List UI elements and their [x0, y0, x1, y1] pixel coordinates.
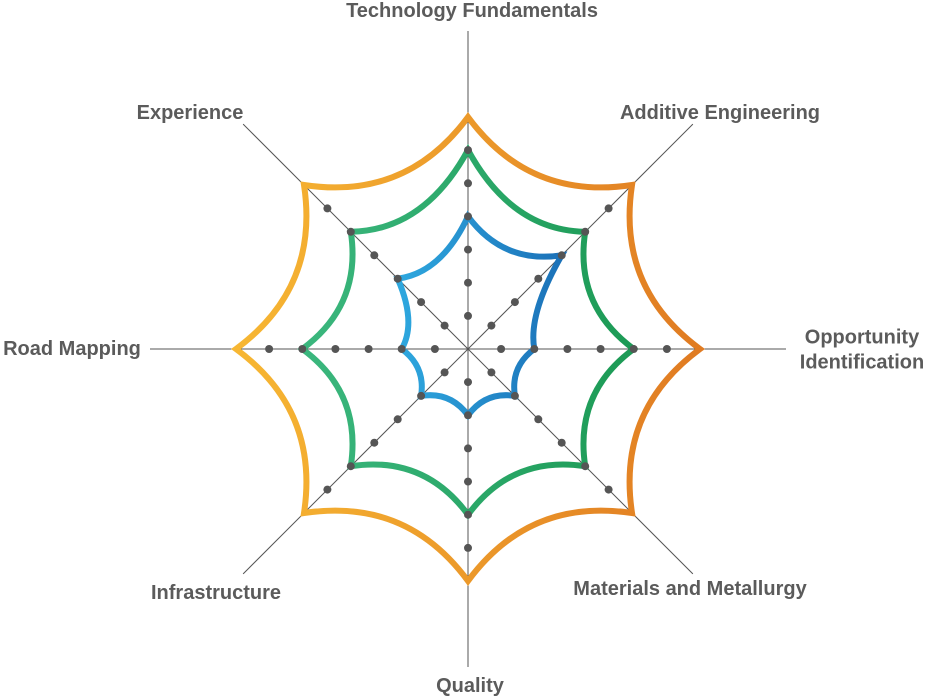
tick-dot	[534, 274, 543, 283]
tick-dot	[530, 345, 539, 353]
tick-dot	[397, 345, 406, 353]
tick-dot	[417, 298, 426, 307]
tick-dot	[464, 179, 472, 188]
axis-label: Technology Fundamentals	[346, 0, 598, 22]
tick-dot	[510, 391, 519, 400]
tick-dot	[464, 146, 472, 155]
axis-label-line: Technology Fundamentals	[346, 0, 598, 22]
tick-dot	[464, 543, 472, 552]
tick-dot	[662, 345, 671, 353]
tick-dot	[581, 462, 590, 471]
axis-label: Additive Engineering	[620, 102, 820, 124]
tick-dot	[487, 321, 496, 330]
axis-label: Quality	[436, 675, 505, 697]
tick-dot	[265, 345, 274, 353]
tick-dot	[557, 251, 566, 260]
tick-dot	[604, 485, 613, 494]
axis-label: Infrastructure	[151, 582, 281, 604]
tick-dot	[464, 510, 472, 519]
tick-dot	[440, 321, 449, 330]
axis-line	[242, 348, 469, 575]
axis-label: Materials and Metallurgy	[573, 578, 807, 600]
series-1-line	[230, 111, 706, 587]
tick-dot	[417, 391, 426, 400]
tick-dot	[440, 368, 449, 377]
tick-dot	[464, 311, 472, 320]
tick-dot	[510, 298, 519, 307]
axis-label-line: Opportunity	[805, 327, 920, 349]
axis-label-line: Identification	[800, 352, 924, 374]
tick-dot	[346, 462, 355, 471]
tick-dot	[497, 345, 506, 353]
axis-label: Road Mapping	[3, 338, 141, 360]
tick-dot	[298, 345, 307, 353]
tick-dot	[629, 345, 638, 353]
radar-axes	[150, 31, 786, 667]
axis-line	[467, 348, 694, 575]
radar-tick-dots	[265, 146, 671, 552]
tick-dot	[464, 411, 472, 420]
tick-dot	[370, 251, 379, 260]
tick-dot	[323, 485, 332, 494]
tick-dot	[464, 378, 472, 387]
tick-dot	[557, 438, 566, 447]
tick-dot	[464, 477, 472, 486]
axis-label-line: Road Mapping	[3, 338, 141, 360]
tick-dot	[464, 245, 472, 254]
tick-dot	[393, 274, 402, 283]
axis-label-line: Infrastructure	[151, 582, 281, 604]
axis-line	[467, 123, 694, 350]
tick-dot	[370, 438, 379, 447]
axis-label-line: Quality	[436, 675, 505, 697]
axis-label: Experience	[137, 102, 244, 124]
axis-label-line: Experience	[137, 102, 244, 124]
tick-dot	[581, 227, 590, 236]
tick-dot	[323, 204, 332, 213]
tick-dot	[487, 368, 496, 377]
series-3-line	[393, 210, 568, 421]
tick-dot	[464, 444, 472, 453]
axis-line	[242, 123, 469, 350]
tick-dot	[563, 345, 572, 353]
tick-dot	[596, 345, 605, 353]
axis-label-line: Additive Engineering	[620, 102, 820, 124]
tick-dot	[604, 204, 613, 213]
tick-dot	[393, 415, 402, 424]
tick-dot	[534, 415, 543, 424]
axis-label-line: Materials and Metallurgy	[573, 578, 807, 600]
tick-dot	[464, 212, 472, 221]
tick-dot	[364, 345, 373, 353]
tick-dot	[346, 227, 355, 236]
tick-dot	[331, 345, 340, 353]
tick-dot	[464, 278, 472, 287]
tick-dot	[430, 345, 439, 353]
